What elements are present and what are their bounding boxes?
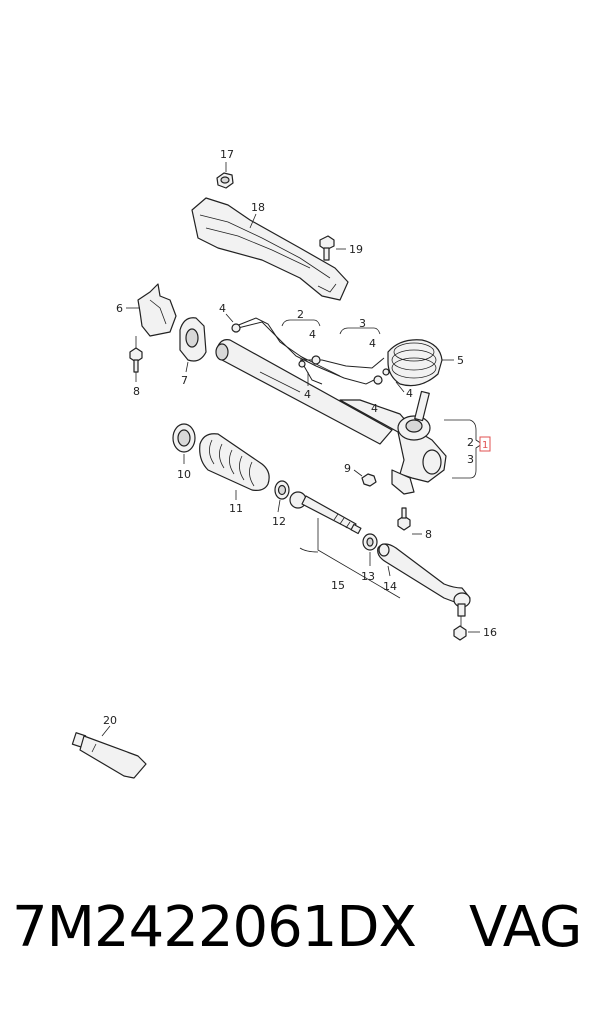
callout-10: 10 <box>177 468 191 481</box>
callout-4-c: 4 <box>369 337 376 350</box>
steering-rack-exploded-diagram: 17 18 19 6 8 7 <box>71 148 497 779</box>
part-11-bellows-boot <box>199 433 270 500</box>
callout-3-top: 3 <box>359 317 366 330</box>
callout-8-right: 8 <box>425 528 432 541</box>
callout-2-right: 2 <box>467 436 474 449</box>
footer: 7M2422061DX VAG <box>0 895 600 985</box>
part-12-clamp <box>274 480 290 513</box>
part-16-nut <box>453 616 480 641</box>
callout-12: 12 <box>272 515 286 528</box>
callout-20: 20 <box>103 714 117 727</box>
callout-5: 5 <box>457 354 464 367</box>
part-5-seal-boot <box>387 339 454 387</box>
part-number: 7M2422061DX <box>12 895 417 960</box>
callout-15: 15 <box>331 579 345 592</box>
part-20-grease-tube <box>71 725 147 779</box>
part-14-tie-rod-end <box>377 543 471 617</box>
callout-1: 1 <box>482 440 488 451</box>
part-18-heat-shield <box>191 197 349 301</box>
callout-11: 11 <box>229 502 243 515</box>
callout-19: 19 <box>349 243 363 256</box>
callout-17: 17 <box>220 148 234 161</box>
callout-8-left: 8 <box>133 385 140 398</box>
callout-2-top: 2 <box>297 308 304 321</box>
callout-7: 7 <box>181 374 188 387</box>
callout-13: 13 <box>361 570 375 583</box>
callout-16: 16 <box>483 626 497 639</box>
callout-9: 9 <box>344 462 351 475</box>
brand-name: VAG <box>469 895 582 960</box>
part-15-tie-rod <box>289 491 362 535</box>
part-6-clamp-bracket <box>126 283 177 337</box>
part-17-nut <box>216 162 234 189</box>
callout-6: 6 <box>116 302 123 315</box>
part-7-rubber-mount <box>179 317 207 373</box>
hydraulic-lines <box>231 317 390 385</box>
callout-3-right: 3 <box>467 453 474 466</box>
part-19-bolt <box>319 235 346 261</box>
part-9-nut <box>353 469 377 487</box>
callout-18: 18 <box>251 201 265 214</box>
callout-14: 14 <box>383 580 397 593</box>
callout-4-a: 4 <box>219 302 226 315</box>
part-10-clamp-ring <box>172 423 196 464</box>
part-1-steering-rack-housing <box>215 339 447 495</box>
part-8-bolt-left <box>129 336 143 382</box>
callout-4-b: 4 <box>309 328 316 341</box>
callout-4-f: 4 <box>406 387 413 400</box>
part-13-lock-nut <box>362 533 378 566</box>
callout-4-e: 4 <box>371 402 378 415</box>
callout-1-highlight-box <box>479 436 491 452</box>
part-8-bolt-right <box>397 507 422 535</box>
callout-4-d: 4 <box>304 388 311 401</box>
